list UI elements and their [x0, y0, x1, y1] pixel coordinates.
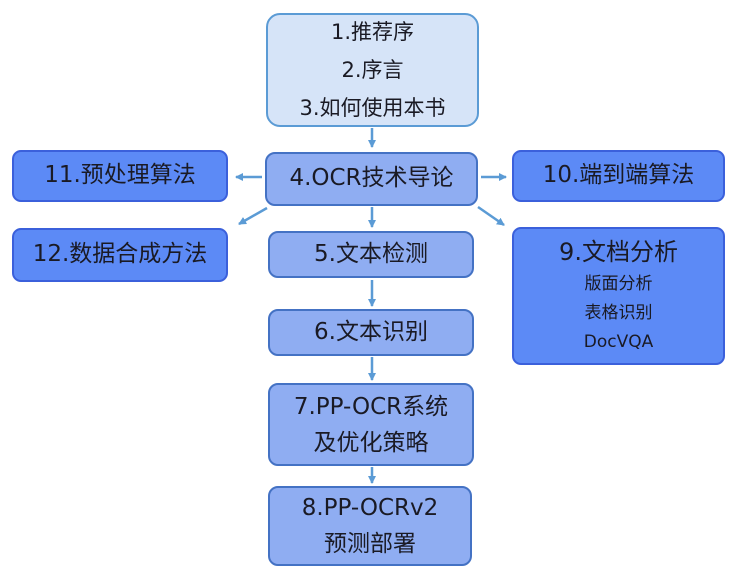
node-label: 4.OCR技术导论 — [289, 165, 454, 192]
node-label: 5.文本检测 — [314, 240, 428, 267]
node-ch5-text-detection: 5.文本检测 — [268, 231, 474, 278]
node-label: 预测部署 — [324, 531, 416, 557]
node-subitem: 版面分析 — [584, 273, 653, 294]
arrow-ch4-to-ch9 — [477, 205, 505, 227]
node-label: 10.端到端算法 — [542, 162, 695, 189]
node-intro-chapters: 1.推荐序 2.序言 3.如何使用本书 — [266, 13, 479, 127]
node-label: 1.推荐序 — [330, 20, 415, 44]
node-subitem: 表格识别 — [584, 302, 653, 323]
node-label: 3.如何使用本书 — [299, 96, 446, 120]
node-label: 12.数据合成方法 — [32, 241, 208, 268]
node-title: 9.文档分析 — [559, 237, 678, 266]
node-ch7-ppocr-system: 7.PP-OCR系统 及优化策略 — [268, 383, 474, 466]
node-ch10-end-to-end: 10.端到端算法 — [512, 150, 725, 202]
node-ch11-preprocessing: 11.预处理算法 — [12, 150, 228, 202]
node-ch6-text-recognition: 6.文本识别 — [268, 309, 474, 356]
node-label: 2.序言 — [341, 58, 404, 82]
arrow-ch4-to-ch12 — [238, 206, 268, 226]
node-label: 11.预处理算法 — [44, 162, 196, 189]
node-label: 7.PP-OCR系统 — [293, 393, 449, 420]
node-ch9-document-analysis: 9.文档分析 版面分析 表格识别 DocVQA — [512, 227, 725, 365]
node-label: 6.文本识别 — [314, 318, 428, 345]
node-ch12-data-synthesis: 12.数据合成方法 — [12, 228, 228, 282]
node-ch4-ocr-intro: 4.OCR技术导论 — [265, 152, 478, 206]
node-subitem: DocVQA — [583, 331, 654, 352]
node-label: 8.PP-OCRv2 — [301, 495, 439, 521]
node-label: 及优化策略 — [313, 429, 429, 456]
node-ch8-ppocrv2-deploy: 8.PP-OCRv2 预测部署 — [268, 486, 472, 566]
